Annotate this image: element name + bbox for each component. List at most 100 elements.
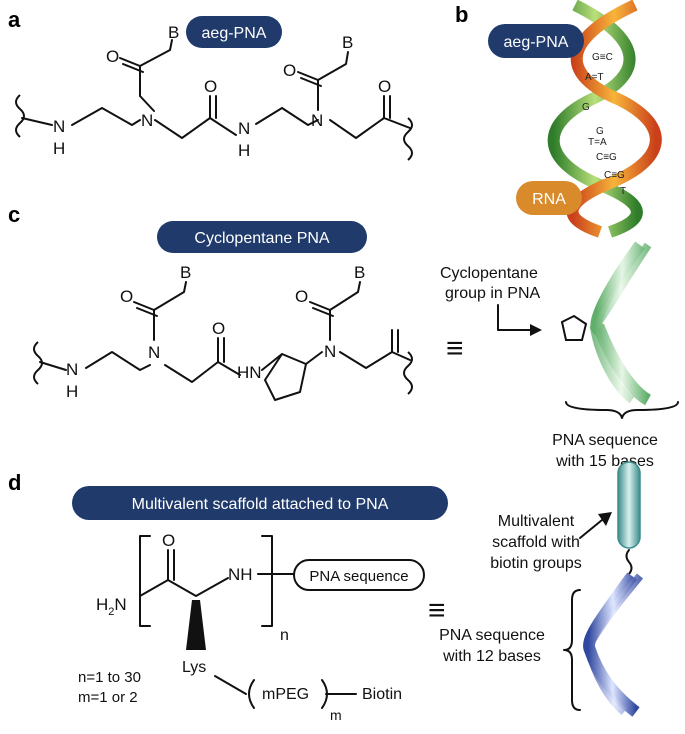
panel-d-letter: d (8, 470, 21, 495)
pointer-arrow (497, 304, 531, 331)
backbone-bonds-c2 (85, 351, 151, 371)
equivalence-symbol-d: ≡ (428, 594, 446, 627)
curly-brace-c (565, 401, 679, 419)
double-bond-2 (209, 95, 217, 119)
atom-nh: NH (228, 565, 253, 584)
double-bond-c2 (217, 337, 225, 363)
side-chain-c2 (329, 281, 361, 341)
subscript-n: n (280, 627, 289, 644)
pna-strand-c-inner (589, 242, 652, 404)
scaffold-label: Multivalent (498, 513, 575, 530)
pna-strand-d-inner (583, 573, 644, 716)
base-pairs: G≡C A=T G G T=A C≡G C≡G T (582, 52, 626, 197)
wedge-bond (186, 600, 206, 650)
carbonyl-bond-1 (139, 95, 155, 112)
atom-h2n: H2N (96, 595, 127, 618)
curly-brace-d (563, 589, 581, 711)
double-bond-1 (119, 57, 144, 73)
backbone-bonds-c3 (164, 361, 241, 383)
backbone-bonds-c (39, 361, 67, 371)
atom-o: O (204, 77, 217, 96)
multivalent-scaffold-icon (617, 461, 641, 549)
atom-n: N (66, 360, 78, 379)
base-pair: T=A (588, 137, 607, 148)
scaffold-label: scaffold with (492, 534, 580, 551)
atom-b: B (354, 263, 365, 282)
base-pair: G≡C (592, 52, 613, 63)
pna-sequence-label-d: with 12 bases (442, 648, 541, 665)
atom-h: H (53, 139, 65, 158)
atom-b: B (180, 263, 191, 282)
lys-link-bond (214, 675, 247, 695)
wavy-bond-right (403, 117, 413, 161)
atom-h: H (66, 382, 78, 401)
base-pair: G (596, 126, 604, 137)
biotin-label: Biotin (362, 686, 402, 703)
atom-h: H (238, 141, 250, 160)
panel-b-letter: b (455, 2, 468, 27)
pna-sequence-box-label: PNA sequence (309, 568, 408, 585)
side-chain-2 (317, 51, 349, 111)
panel-a-letter: a (8, 7, 21, 32)
atom-n: N (311, 111, 323, 130)
n-text: N (114, 595, 126, 614)
atom-hn: HN (237, 363, 262, 382)
condition-n: n=1 to 30 (78, 669, 141, 686)
wavy-bond-left (15, 94, 25, 138)
backbone-bonds-5 (329, 117, 411, 139)
mpeg-label: mPEG (262, 686, 309, 703)
base-pair: T (620, 186, 626, 197)
cyclopentane-pna-pill-label: Cyclopentane PNA (194, 230, 330, 247)
bracket-left (139, 535, 151, 627)
pna-strand-c (590, 241, 652, 406)
lys-label: Lys (182, 659, 206, 676)
cyclopentane-ring (261, 353, 307, 401)
subscript-m: m (330, 707, 342, 723)
double-bond-4 (383, 95, 391, 119)
atom-o: O (120, 287, 133, 306)
arrow-head-d (598, 512, 612, 526)
atom-n: N (238, 119, 250, 138)
scaffold-label: biotin groups (490, 555, 582, 572)
atom-o: O (162, 531, 175, 550)
atom-o: O (212, 319, 225, 338)
base-pair: C≡G (596, 152, 617, 163)
cyclopentane-label: group in PNA (445, 285, 540, 302)
panel-b: b G≡C A=T G G T=A C≡G C≡G T aeg-PNA RNA (455, 0, 662, 238)
atom-b: B (342, 33, 353, 52)
double-bond-c3 (309, 301, 334, 317)
side-chain-1 (139, 39, 173, 97)
base-pair: G (582, 102, 590, 113)
cyclopentane-pna-pill (157, 221, 367, 253)
aeg-pna-pill-b (488, 24, 584, 58)
atom-n: N (148, 343, 160, 362)
backbone-bonds-4 (255, 107, 319, 126)
paren-right (321, 679, 357, 709)
pna-sequence-label: PNA sequence (552, 432, 658, 449)
pna-sequence-box (293, 559, 425, 591)
base-pair: A=T (585, 72, 604, 83)
backbone-bonds-c4 (339, 351, 411, 369)
panel-d: d Multivalent scaffold attached to PNA O… (8, 461, 644, 723)
panel-c-letter: c (8, 202, 20, 227)
h-text: H (96, 595, 108, 614)
arrow-head (530, 324, 542, 336)
backbone-bonds (21, 117, 53, 126)
atom-o: O (378, 77, 391, 96)
atom-n: N (53, 117, 65, 136)
cyclopentane-icon (560, 314, 588, 341)
base-pair: C≡G (604, 170, 625, 181)
pna-sequence-label-d: PNA sequence (439, 627, 545, 644)
multivalent-scaffold-pill (72, 486, 448, 520)
double-bond-c1 (133, 301, 158, 317)
side-chain-c1 (153, 281, 187, 341)
atom-o: O (295, 287, 308, 306)
pna-strand-d (583, 572, 640, 717)
double-bond-3 (297, 71, 322, 87)
backbone-bonds-3 (154, 117, 237, 139)
atom-o: O (106, 47, 119, 66)
cyclopentane-label: Cyclopentane (440, 265, 538, 282)
equivalence-symbol: ≡ (446, 332, 464, 365)
aeg-pna-pill (186, 16, 282, 48)
